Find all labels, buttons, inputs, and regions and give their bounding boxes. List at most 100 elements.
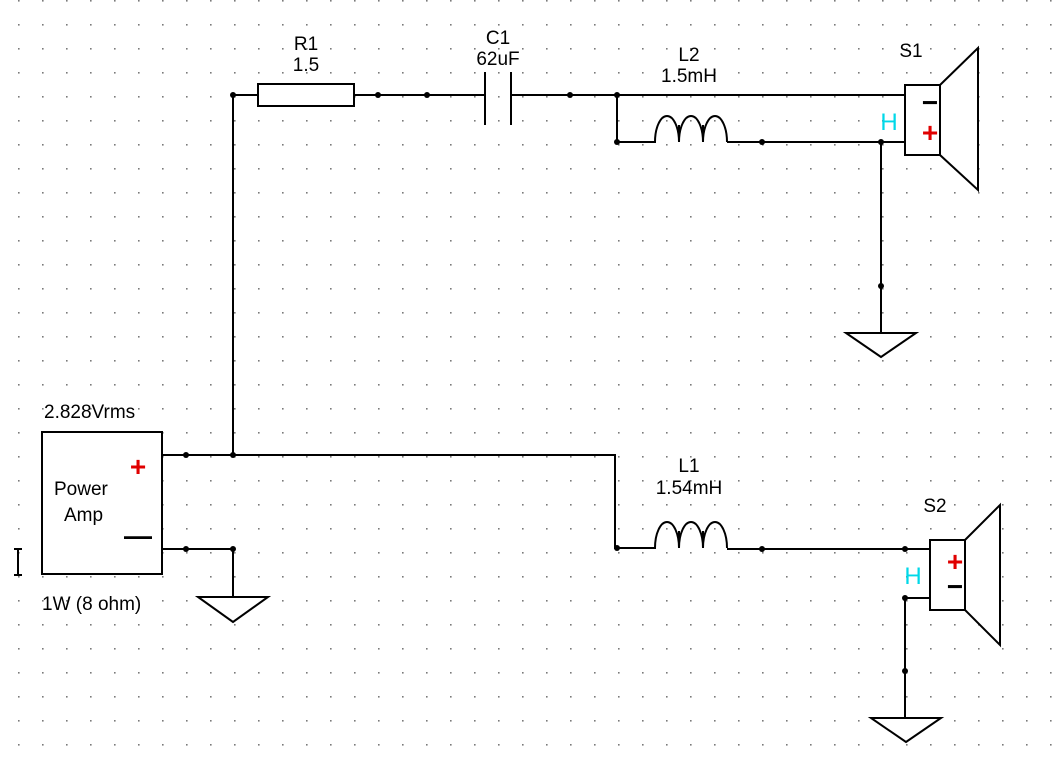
grid-dot bbox=[18, 72, 20, 74]
grid-dot bbox=[906, 624, 908, 626]
grid-dot bbox=[618, 240, 620, 242]
grid-dot bbox=[858, 672, 860, 674]
grid-dot bbox=[402, 720, 404, 722]
speaker-s1[interactable]: − + H S1 bbox=[880, 41, 979, 193]
grid-dot bbox=[474, 144, 476, 146]
grid-dot bbox=[978, 744, 980, 746]
grid-dot bbox=[618, 72, 620, 74]
grid-dot bbox=[450, 744, 452, 746]
resistor-body bbox=[257, 83, 355, 107]
grid-dot bbox=[378, 744, 380, 746]
grid-dot bbox=[114, 384, 116, 386]
grid-dot bbox=[786, 744, 788, 746]
resistor-r1[interactable]: R1 1.5 bbox=[257, 34, 355, 107]
inductor-l2[interactable]: L2 1.5mH bbox=[652, 45, 728, 143]
grid-dot bbox=[1002, 192, 1004, 194]
capacitor-c1[interactable]: C1 62uF bbox=[476, 28, 520, 125]
grid-dot bbox=[66, 624, 68, 626]
grid-dot bbox=[978, 192, 980, 194]
grid-dot bbox=[810, 456, 812, 458]
grid-dot bbox=[234, 312, 236, 314]
grid-dot bbox=[474, 192, 476, 194]
grid-dot bbox=[402, 432, 404, 434]
grid-dot bbox=[930, 168, 932, 170]
grid-dot bbox=[690, 408, 692, 410]
grid-dot bbox=[354, 480, 356, 482]
grid-dot bbox=[1050, 480, 1052, 482]
speaker-s2[interactable]: + − H S2 bbox=[904, 496, 1001, 648]
grid-dot bbox=[162, 216, 164, 218]
grid-dot bbox=[186, 24, 188, 26]
grid-dot bbox=[474, 72, 476, 74]
grid-dot bbox=[570, 120, 572, 122]
grid-dot bbox=[906, 696, 908, 698]
grid-dot bbox=[330, 240, 332, 242]
grid-dot bbox=[738, 24, 740, 26]
grid-dot bbox=[90, 264, 92, 266]
grid-dot bbox=[546, 192, 548, 194]
grid-dot bbox=[474, 696, 476, 698]
grid-dot bbox=[786, 24, 788, 26]
grid-dot bbox=[18, 672, 20, 674]
grid-dot bbox=[738, 744, 740, 746]
grid-dot bbox=[210, 408, 212, 410]
grid-dot bbox=[258, 120, 260, 122]
grid-dot bbox=[162, 576, 164, 578]
grid-dot bbox=[90, 0, 92, 2]
grid-dot bbox=[138, 120, 140, 122]
grid-dot bbox=[402, 672, 404, 674]
grid-dot bbox=[594, 552, 596, 554]
grid-dot bbox=[258, 72, 260, 74]
grid-dot bbox=[426, 456, 428, 458]
grid-dot bbox=[354, 456, 356, 458]
grid-dot bbox=[354, 624, 356, 626]
grid-dot bbox=[114, 336, 116, 338]
grid-dot bbox=[762, 72, 764, 74]
grid-dot bbox=[474, 216, 476, 218]
grid-dot bbox=[546, 600, 548, 602]
inductor-l1[interactable]: L1 1.54mH bbox=[650, 456, 728, 549]
grid-dot bbox=[378, 168, 380, 170]
grid-dot bbox=[1050, 744, 1052, 746]
grid-dot bbox=[522, 144, 524, 146]
grid-dot bbox=[858, 528, 860, 530]
grid-dot bbox=[1002, 96, 1004, 98]
grid-dot bbox=[474, 432, 476, 434]
grid-dot bbox=[498, 576, 500, 578]
grid-dot bbox=[882, 744, 884, 746]
grid-dot bbox=[714, 744, 716, 746]
grid-dot bbox=[354, 168, 356, 170]
c1-ref: C1 bbox=[486, 28, 510, 49]
grid-dot bbox=[282, 648, 284, 650]
grid-dot bbox=[906, 408, 908, 410]
grid-dot bbox=[42, 120, 44, 122]
grid-dot bbox=[954, 336, 956, 338]
grid-dot bbox=[138, 408, 140, 410]
grid-dot bbox=[666, 168, 668, 170]
grid-dot bbox=[426, 624, 428, 626]
grid-dot bbox=[642, 48, 644, 50]
grid-dot bbox=[858, 432, 860, 434]
grid-dot bbox=[18, 336, 20, 338]
grid-dot bbox=[186, 216, 188, 218]
grid-dot bbox=[18, 288, 20, 290]
grid-dot bbox=[834, 336, 836, 338]
grid-dot bbox=[738, 0, 740, 2]
grid-dot bbox=[498, 144, 500, 146]
s1-ref: S1 bbox=[899, 41, 922, 62]
grid-dot bbox=[714, 264, 716, 266]
grid-dot bbox=[642, 600, 644, 602]
grid-dot bbox=[354, 48, 356, 50]
grid-dot bbox=[738, 624, 740, 626]
grid-dot bbox=[18, 696, 20, 698]
grid-dot bbox=[882, 312, 884, 314]
grid-dot bbox=[666, 672, 668, 674]
grid-dot bbox=[258, 648, 260, 650]
grid-dot bbox=[690, 336, 692, 338]
power-amp[interactable]: + — Power Amp 2.828Vrms 1W (8 ohm) bbox=[41, 402, 163, 615]
grid-dot bbox=[474, 120, 476, 122]
grid-dot bbox=[594, 384, 596, 386]
grid-dot bbox=[18, 312, 20, 314]
grid-dot bbox=[522, 744, 524, 746]
s1-plus-sign: + bbox=[922, 117, 938, 148]
